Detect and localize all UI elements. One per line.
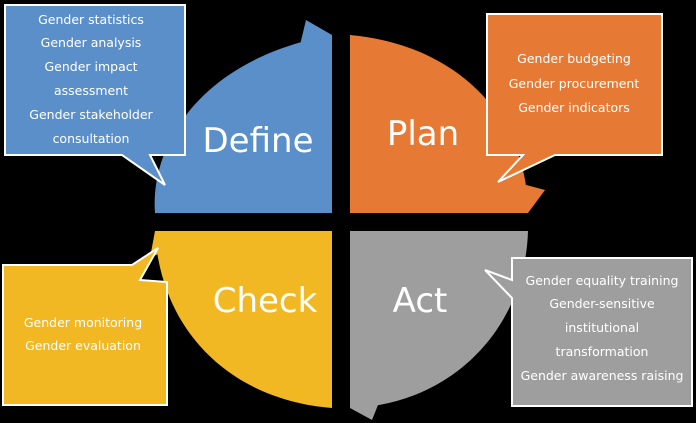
quadrant-label-act: Act	[393, 281, 448, 321]
arrow-head-plan	[500, 178, 545, 213]
callout-act-line: transformation	[556, 344, 649, 359]
callout-act-text: Gender equality training Gender-sensitiv…	[521, 273, 684, 383]
callout-plan	[486, 13, 663, 183]
callout-act-line: Gender-sensitive	[549, 296, 655, 311]
quadrant-define	[154, 35, 332, 213]
callout-act-line: institutional	[565, 320, 639, 335]
callout-check-line: Gender evaluation	[25, 338, 141, 353]
callout-define-line: assessment	[54, 83, 128, 98]
callout-act	[484, 257, 693, 407]
callout-define-line: consultation	[53, 131, 130, 146]
callout-plan-line: Gender budgeting	[517, 51, 631, 66]
callout-plan-line: Gender procurement	[509, 76, 640, 91]
callout-plan-line: Gender indicators	[518, 100, 630, 115]
quadrant-act	[350, 231, 528, 408]
quadrant-label-check: Check	[213, 281, 318, 321]
arrow-head-check	[150, 231, 180, 258]
quadrant-plan	[350, 35, 528, 213]
quadrant-check	[155, 231, 332, 408]
callout-define-line: Gender analysis	[41, 35, 142, 50]
callout-define-line: Gender stakeholder	[29, 107, 153, 122]
callout-check	[2, 247, 168, 406]
callout-define-line: Gender statistics	[38, 12, 144, 27]
quadrant-label-plan: Plan	[387, 114, 459, 154]
callout-define-text: Gender statistics Gender analysis Gender…	[29, 12, 153, 146]
callout-act-line: Gender awareness raising	[521, 368, 684, 383]
callout-define	[4, 4, 186, 186]
callout-check-line: Gender monitoring	[24, 315, 142, 330]
callout-check-text: Gender monitoring Gender evaluation	[24, 315, 142, 353]
callout-plan-text: Gender budgeting Gender procurement Gend…	[509, 51, 640, 115]
callout-define-line: Gender impact	[44, 59, 137, 74]
arrow-head-define	[300, 20, 332, 55]
quadrant-label-define: Define	[203, 121, 314, 161]
callout-act-line: Gender equality training	[526, 273, 679, 288]
arrow-head-act	[350, 392, 380, 420]
